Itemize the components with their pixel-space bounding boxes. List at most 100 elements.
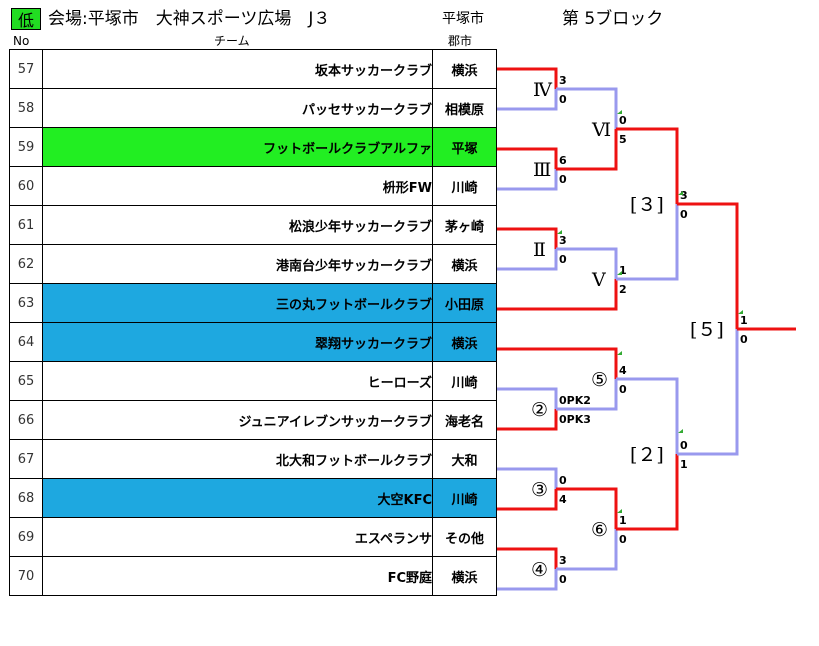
match-score-bottom: 0: [619, 533, 627, 546]
venue-title: 会場:平塚市 大神スポーツ広場 J３: [48, 9, 331, 29]
team-city: 横浜: [432, 322, 497, 362]
team-name: ジュニアイレブンサッカークラブ: [42, 400, 433, 440]
match-score-top: 1: [619, 514, 627, 527]
bracket-line: [556, 87, 618, 129]
team-no: 62: [9, 244, 43, 284]
col-header-no: No: [13, 34, 30, 48]
match-score-bottom: 0: [559, 93, 567, 106]
round-label: ④: [531, 559, 548, 581]
round-label: ②: [531, 399, 548, 421]
team-name: 港南台少年サッカークラブ: [42, 244, 433, 284]
bracket-line: [497, 147, 558, 169]
team-city: 相模原: [432, 88, 497, 128]
round-label: Ⅲ: [533, 159, 551, 181]
bracket-line: [677, 329, 739, 456]
bracket-line: [497, 169, 558, 191]
match-score-top: 0: [619, 114, 627, 127]
bracket-line: [497, 409, 558, 431]
round-label: Ⅱ: [533, 239, 546, 261]
team-name: 松浪少年サッカークラブ: [42, 205, 433, 245]
team-name: 翠翔サッカークラブ: [42, 322, 433, 362]
match-score-top: 4: [619, 364, 627, 377]
col-header-team: チーム: [214, 34, 250, 48]
team-city: 平塚: [432, 127, 497, 167]
result-mark-icon: [617, 110, 622, 114]
bracket-line: [497, 249, 558, 271]
round-label: [２]: [630, 444, 664, 466]
match-score-bottom: 0: [740, 333, 748, 346]
bracket-line: [556, 487, 618, 529]
match-score-top: 3: [559, 74, 567, 87]
level-badge: 低: [11, 8, 41, 30]
result-mark-icon: [738, 310, 743, 314]
match-score-bottom: 1: [680, 458, 688, 471]
team-name: FC野庭: [42, 556, 433, 596]
team-name: 枡形FW: [42, 166, 433, 206]
team-city: 海老名: [432, 400, 497, 440]
team-city: 川崎: [432, 361, 497, 401]
team-city: 横浜: [432, 49, 497, 89]
result-mark-icon: [617, 271, 622, 275]
result-mark-icon: [678, 191, 683, 195]
bracket-line: [497, 227, 558, 249]
match-score-top: 1: [619, 264, 627, 277]
result-mark-icon: [678, 429, 683, 433]
match-score-bottom: 0: [619, 383, 627, 396]
team-city: 川崎: [432, 478, 497, 518]
bracket-line: [497, 89, 558, 111]
team-name: エスペランサ: [42, 517, 433, 557]
bracket-line: [497, 467, 558, 489]
team-name: ヒーローズ: [42, 361, 433, 401]
match-score-bottom: 0: [559, 573, 567, 586]
team-name: 北大和フットボールクラブ: [42, 439, 433, 479]
match-score-top: 1: [740, 314, 748, 327]
bracket-line: [616, 204, 679, 281]
match-score-bottom: 4: [559, 493, 567, 506]
match-score-top: 0: [559, 474, 567, 487]
team-city: 小田原: [432, 283, 497, 323]
team-no: 61: [9, 205, 43, 245]
round-label: Ⅴ: [591, 269, 606, 291]
team-city: 茅ヶ崎: [432, 205, 497, 245]
team-city: 横浜: [432, 556, 497, 596]
round-label: ⑥: [591, 519, 608, 541]
bracket-line: [497, 569, 558, 591]
match-score-top: 3: [559, 234, 567, 247]
bracket-line: [497, 387, 558, 409]
round-label: ③: [531, 479, 548, 501]
team-name: フットボールクラブアルファ: [42, 127, 433, 167]
match-score-bottom: 0: [680, 208, 688, 221]
team-no: 59: [9, 127, 43, 167]
team-city: その他: [432, 517, 497, 557]
team-no: 57: [9, 49, 43, 89]
match-score-top: 0: [680, 439, 688, 452]
bracket-line: [497, 489, 558, 511]
bracket-line: [556, 379, 618, 411]
team-no: 70: [9, 556, 43, 596]
round-label: Ⅳ: [533, 79, 553, 101]
round-label: [５]: [690, 319, 724, 341]
bracket-line: [616, 454, 679, 531]
round-label: Ⅵ: [591, 119, 611, 141]
match-score-top: 3: [680, 189, 688, 202]
bracket-line: [616, 127, 679, 204]
team-no: 69: [9, 517, 43, 557]
team-city: 大和: [432, 439, 497, 479]
team-no: 68: [9, 478, 43, 518]
team-no: 60: [9, 166, 43, 206]
result-mark-icon: [617, 351, 622, 355]
match-score-bottom: 0: [559, 253, 567, 266]
bracket-line: [556, 247, 618, 279]
bracket-line: [497, 279, 618, 311]
